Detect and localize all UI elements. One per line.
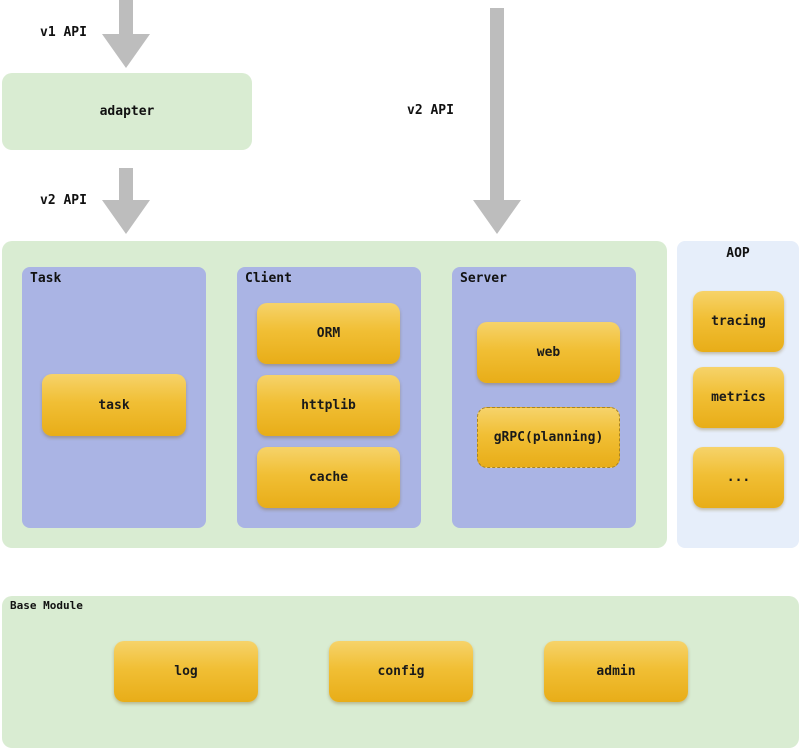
aop-panel-title: AOP <box>726 246 750 261</box>
v2-api-right-label: v2 API <box>407 103 454 118</box>
base-module-title: Base Module <box>10 599 83 612</box>
server-panel: Server web gRPC(planning) <box>452 267 636 528</box>
v2-api-left-label: v2 API <box>40 193 87 208</box>
task-panel-title: Task <box>30 271 62 286</box>
httplib-box: httplib <box>257 375 400 436</box>
admin-box: admin <box>544 641 688 702</box>
web-box: web <box>477 322 620 383</box>
log-box: log <box>114 641 258 702</box>
orm-box: ORM <box>257 303 400 364</box>
task-panel: Task task <box>22 267 206 528</box>
server-panel-title: Server <box>460 271 507 286</box>
grpc-planning-box: gRPC(planning) <box>477 407 620 468</box>
adapter-label: adapter <box>99 104 155 119</box>
metrics-box: metrics <box>693 367 784 428</box>
config-box: config <box>329 641 473 702</box>
aop-panel: AOP tracing metrics ... <box>677 241 799 548</box>
cache-box: cache <box>257 447 400 508</box>
adapter-box: adapter <box>2 73 252 150</box>
task-box: task <box>42 374 186 436</box>
client-panel-title: Client <box>245 271 292 286</box>
tracing-box: tracing <box>693 291 784 352</box>
v2-api-left-arrow <box>102 168 150 234</box>
v1-api-label: v1 API <box>40 25 87 40</box>
base-module: Base Module log config admin <box>2 596 799 748</box>
client-panel: Client ORM httplib cache <box>237 267 421 528</box>
v1-api-arrow <box>102 0 150 68</box>
more-box: ... <box>693 447 784 508</box>
v2-api-right-arrow <box>473 8 521 234</box>
